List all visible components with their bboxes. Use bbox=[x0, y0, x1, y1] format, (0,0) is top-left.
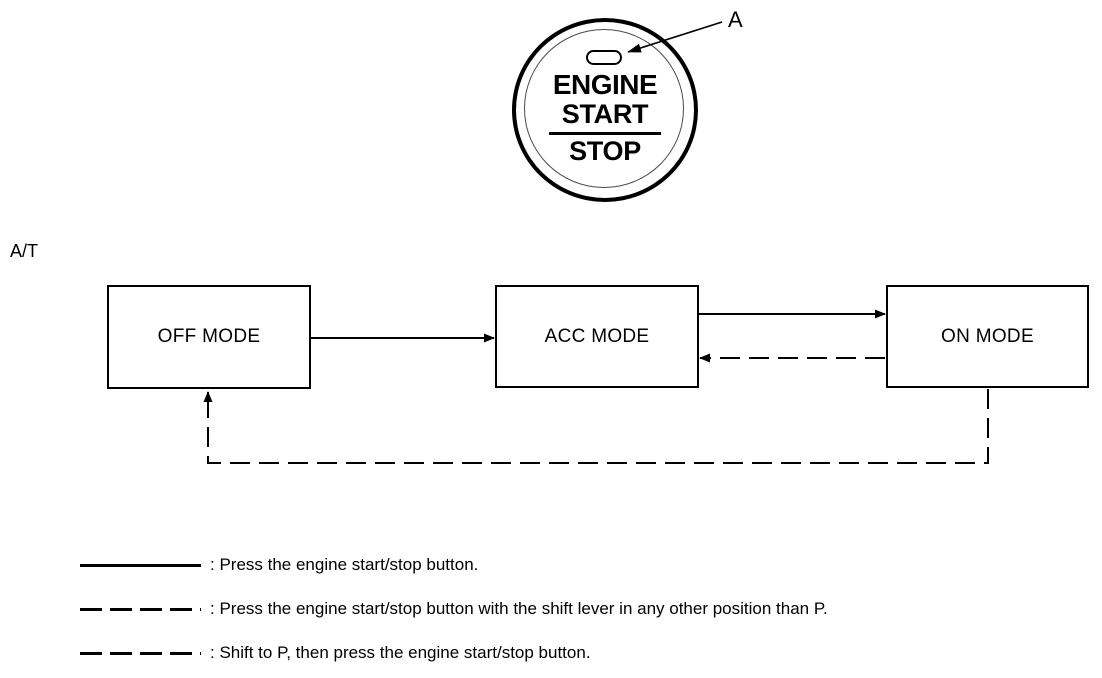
legend-text: : Press the engine start/stop button. bbox=[210, 555, 479, 574]
button-face-text: ENGINE START STOP bbox=[512, 70, 698, 166]
mode-box-acc[interactable]: ACC MODE bbox=[495, 285, 699, 388]
mode-box-off-label: OFF MODE bbox=[157, 326, 261, 347]
transmission-type-label: A/T bbox=[10, 241, 39, 261]
legend-line-sample-dashed-acc bbox=[80, 608, 201, 611]
legend-row: : Press the engine start/stop button. bbox=[0, 548, 1102, 592]
mode-box-off[interactable]: OFF MODE bbox=[107, 285, 311, 389]
button-label-divider bbox=[549, 132, 661, 135]
button-label-start: START bbox=[561, 99, 649, 129]
button-label-stop: STOP bbox=[569, 136, 641, 166]
legend-line-sample-solid bbox=[80, 564, 201, 567]
button-label-engine: ENGINE bbox=[552, 69, 658, 100]
callout-label-a: A bbox=[728, 7, 743, 32]
legend-row: : Shift to P, then press the engine star… bbox=[0, 636, 1102, 678]
legend-text: : Press the engine start/stop button wit… bbox=[210, 599, 828, 618]
mode-box-on-label: ON MODE bbox=[941, 325, 1034, 347]
mode-box-acc-label: ACC MODE bbox=[544, 325, 650, 347]
indicator-lamp-icon bbox=[586, 50, 622, 65]
legend-line-sample-dashed-off bbox=[80, 652, 201, 655]
engine-start-stop-button-illustration: ENGINE START STOP bbox=[512, 18, 698, 202]
mode-box-on[interactable]: ON MODE bbox=[886, 285, 1089, 388]
callout-leader-line bbox=[627, 21, 723, 53]
button-inner-ring bbox=[524, 29, 684, 188]
legend-text: : Shift to P, then press the engine star… bbox=[210, 643, 591, 662]
arrow-on-to-off-path bbox=[207, 389, 989, 464]
legend-row: : Press the engine start/stop button wit… bbox=[0, 592, 1102, 636]
legend: : Press the engine start/stop button. : … bbox=[0, 548, 1102, 678]
